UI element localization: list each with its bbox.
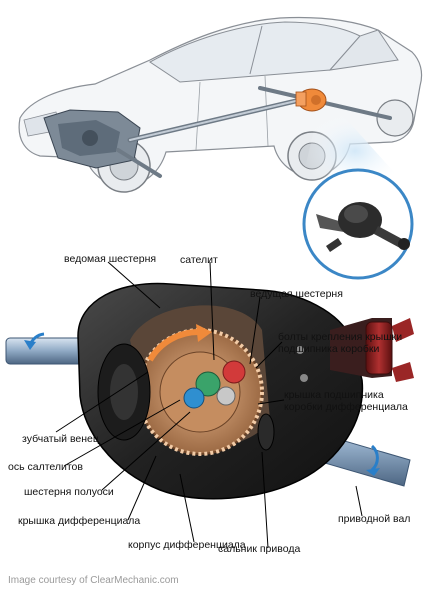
differential-cutaway [5,282,414,500]
highlighted-differential [295,88,327,112]
label-ring-gear: зубчатый венец [22,433,99,445]
label-satellite: сателит [180,254,218,266]
leader-lines [55,261,363,549]
label-diff-bearing-cover-1: крышка подшипника [284,389,384,401]
label-drive-seal: сальник привода [218,543,300,555]
label-bearing-cover-bolts-1: болты крепления крышки [278,331,402,343]
label-drive-gear: ведущая шестерня [250,288,343,300]
label-driven-gear: ведомая шестерня [64,253,156,265]
label-satellite-axle: ось салтелитов [8,461,83,473]
label-diff-bearing-cover-2: коробки дифференциала [284,401,408,413]
label-diff-housing: корпус дифференциала [128,539,246,551]
label-diff-cover: крышка дифференциала [18,515,140,527]
label-axle-gear: шестерня полуоси [24,486,114,498]
image-credit: Image courtesy of ClearMechanic.com [8,575,179,586]
car-illustration [18,16,423,193]
label-drive-shaft: приводной вал [338,513,410,525]
label-bearing-cover-bolts-2: подшипника коробки [278,343,379,355]
differential-inset [302,168,414,280]
labels: ведомая шестерня сателит ведущая шестерн… [8,253,410,555]
